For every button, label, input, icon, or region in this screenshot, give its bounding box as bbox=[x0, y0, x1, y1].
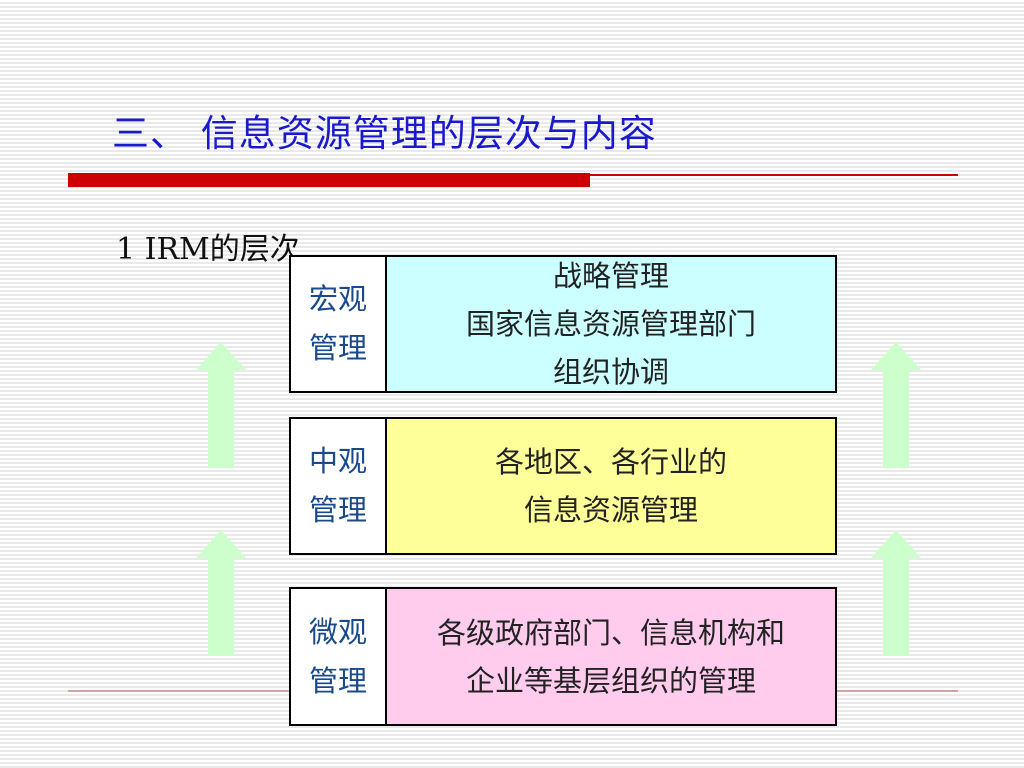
title-underline-line bbox=[590, 174, 958, 176]
level-description: 战略管理 国家信息资源管理部门 组织协调 bbox=[387, 257, 835, 391]
micro-level-box: 微观 管理 各级政府部门、信息机构和 企业等基层组织的管理 bbox=[289, 587, 837, 726]
macro-level-box: 宏观 管理 战略管理 国家信息资源管理部门 组织协调 bbox=[289, 255, 837, 393]
arrow-up-icon bbox=[870, 340, 922, 470]
level-description: 各级政府部门、信息机构和 企业等基层组织的管理 bbox=[387, 589, 835, 724]
arrow-up-icon bbox=[870, 528, 922, 658]
meso-level-box: 中观 管理 各地区、各行业的 信息资源管理 bbox=[289, 417, 837, 555]
level-name: 微观 管理 bbox=[291, 589, 387, 724]
level-description: 各地区、各行业的 信息资源管理 bbox=[387, 419, 835, 553]
section-label: 1 IRM的层次 bbox=[116, 232, 300, 267]
arrow-up-icon bbox=[195, 340, 247, 470]
title-underline-bar bbox=[68, 173, 590, 187]
slide-title: 三、 信息资源管理的层次与内容 bbox=[112, 112, 657, 155]
level-name: 中观 管理 bbox=[291, 419, 387, 553]
arrow-up-icon bbox=[195, 528, 247, 658]
level-name: 宏观 管理 bbox=[291, 257, 387, 391]
